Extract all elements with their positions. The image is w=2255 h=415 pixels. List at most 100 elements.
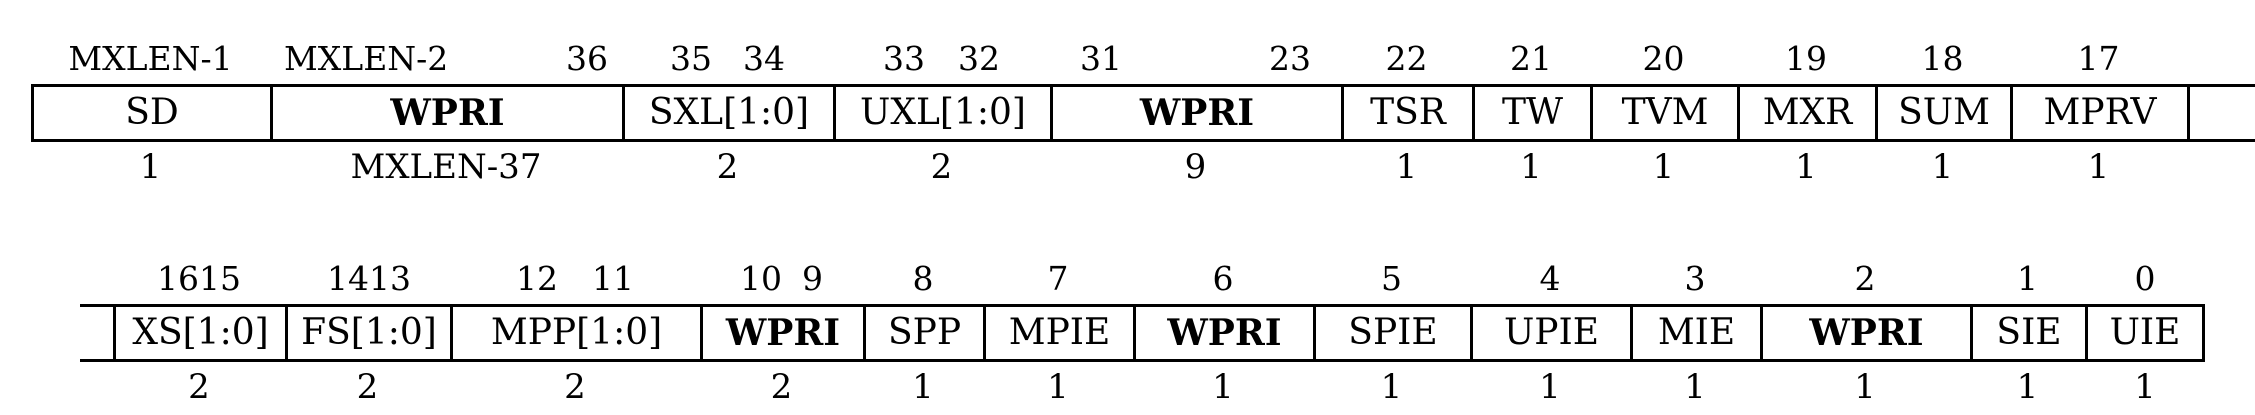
bit-position-label: 32 [958,39,1000,78]
field-name: WPRI [1167,312,1282,354]
bit-position-labels: 1 [1970,256,2085,304]
field-name: SPP [887,312,962,353]
field-width-value: 2 [930,147,953,187]
bit-position-label: 19 [1785,39,1827,78]
bit-position-labels: 7 [983,256,1133,304]
field-width-label: 1 [983,362,1133,408]
bit-position-label: 23 [1269,39,1311,78]
field-width-label: 1 [1875,142,2010,188]
field-width-label: 2 [113,362,285,408]
field-width-value: 1 [1854,367,1876,407]
bit-position-labels: 17 [2010,36,2187,84]
field-name: WPRI [725,312,841,354]
field-box: WPRI [1050,84,1341,142]
field-width-value: 1 [2134,367,2156,407]
field-box: SUM [1875,84,2010,142]
field-width-label: 1 [863,362,983,408]
field-box: TW [1472,84,1590,142]
field-box: WPRI [270,84,622,142]
bit-position-labels: 20 [1590,36,1737,84]
field-width-value: 2 [564,367,586,407]
field-width-label: 1 [1472,142,1590,188]
bit-position-label: 22 [1385,39,1428,78]
bit-position-label: 15 [199,259,241,298]
bit-position-label: 8 [912,259,934,298]
field-name: UXL[1:0] [860,92,1026,133]
continuation-stub [80,256,113,408]
field-name: MPP[1:0] [490,312,663,353]
bit-position-label: 33 [883,39,925,78]
field-width-value: 1 [912,367,934,407]
bit-position-label: 36 [566,39,608,78]
bit-position-labels: 22 [1341,36,1472,84]
bit-position-label: 16 [157,259,199,298]
bit-position-label: 0 [2134,259,2156,298]
field-name: MIE [1657,312,1736,353]
field-width-value: 1 [1795,147,1817,187]
field-name: SD [125,92,179,133]
field-width-value: 1 [1684,367,1706,407]
bit-position-labels: 8 [863,256,983,304]
field-name: WPRI [390,92,505,134]
field-width-value: 2 [716,147,739,187]
bit-position-labels [2187,36,2255,84]
field-box: MIE [1630,304,1760,362]
field-width-label: 1 [1630,362,1760,408]
bit-position-label: 13 [369,259,411,298]
bit-position-label: 1 [2017,259,2038,298]
bit-position-label: 14 [327,259,369,298]
bit-position-label: 35 [670,39,712,78]
bit-position-label: 18 [1921,39,1964,78]
field-width-value: MXLEN-37 [350,147,542,187]
bit-position-label: 7 [1047,259,1069,298]
field-name: UPIE [1503,312,1600,353]
field-width-value: 9 [1184,147,1207,187]
field-box: SD [31,84,270,142]
bit-position-labels: 3 [1630,256,1760,304]
field-width-label: 2 [285,362,450,408]
field-width-label: 1 [1313,362,1470,408]
field-width-label: 1 [31,142,270,188]
bit-position-labels: 0 [2085,256,2205,304]
bit-position-labels: 2 [1760,256,1970,304]
field-name: TVM [1621,92,1709,133]
field-width-label: 1 [1760,362,1970,408]
field-width-value: 1 [1212,367,1234,407]
bit-position-label: 3 [1684,259,1706,298]
field-name: XS[1:0] [132,312,269,353]
field-name: SPIE [1348,312,1438,353]
field-name: MPRV [2043,92,2157,133]
field-width-label: 9 [1050,142,1341,188]
field-width-value: 1 [1380,367,1403,407]
field-width-label: 1 [2010,142,2187,188]
field-box: WPRI [700,304,863,362]
field-width-value: 2 [356,367,379,407]
bit-position-label: 12 [516,259,558,298]
field-name: WPRI [1809,312,1924,354]
bit-position-labels: 19 [1737,36,1875,84]
field-box: WPRI [1760,304,1970,362]
bit-position-labels: 6 [1133,256,1313,304]
field-box [80,304,113,362]
field-width-value: 1 [2016,367,2039,407]
field-box: MPP[1:0] [450,304,700,362]
bit-position-label: 31 [1080,39,1122,78]
field-name: TW [1501,92,1563,133]
field-width-value: 1 [1395,147,1418,187]
